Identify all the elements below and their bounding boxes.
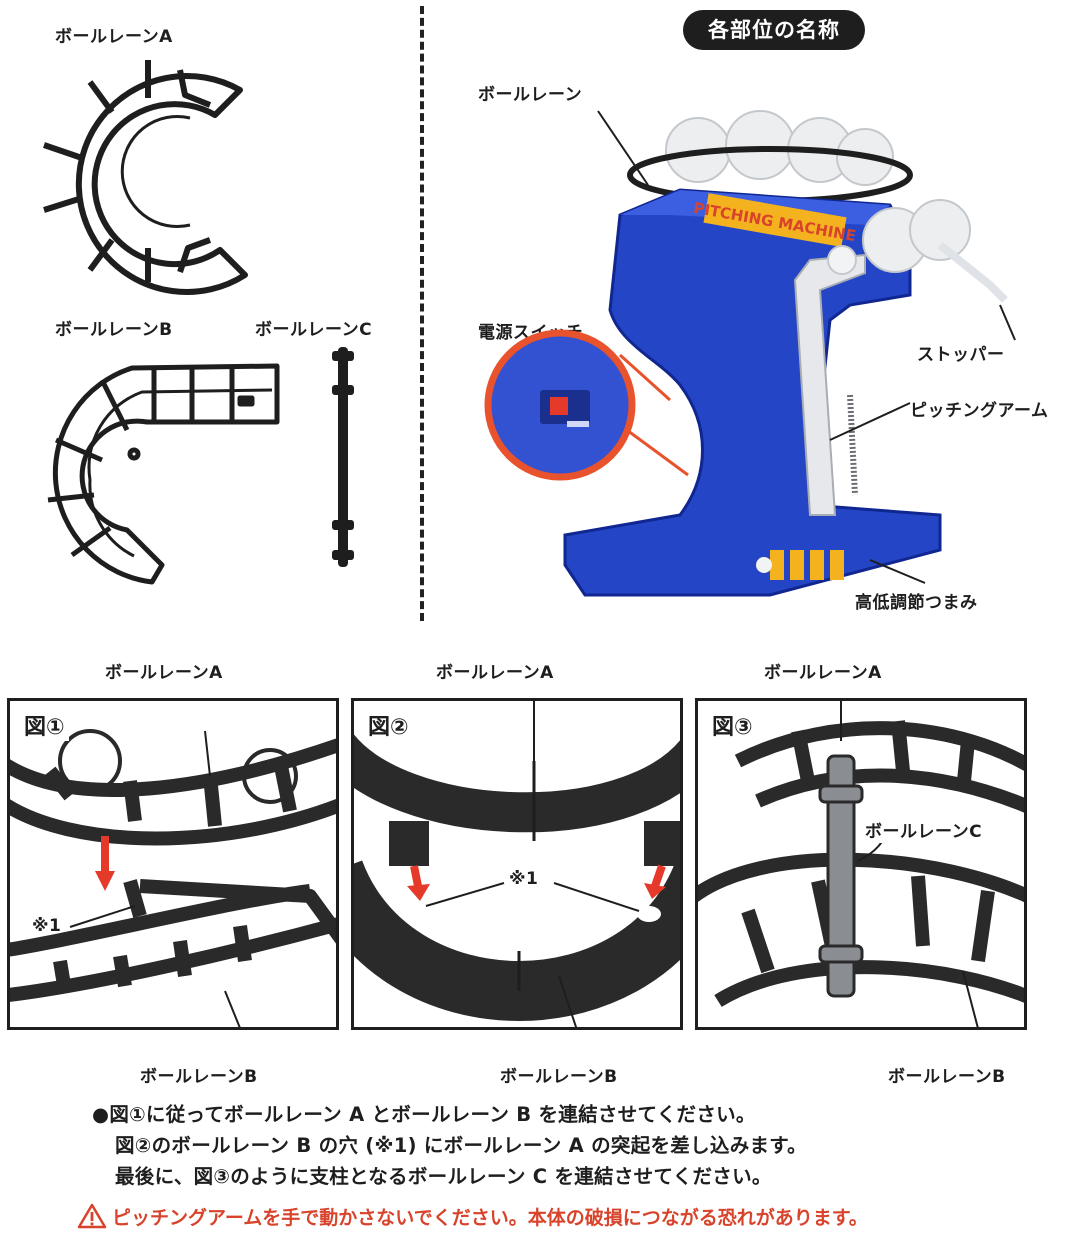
figure-1-tag: 図① [20,709,69,741]
instruction-line-3: 最後に、図③のように支柱となるボールレーン C を連結させてください。 [115,1165,772,1188]
fig1-bottom-label: ボールレーンB [140,1067,258,1087]
ball-lane-label: ボールレーン [478,85,583,105]
lane-a-label: ボールレーンA [55,27,173,47]
ball-lane-c-illustration [332,347,354,567]
figure-3-panel: 図③ ボールレーンC [695,698,1027,1030]
figure-1-drawing [10,729,336,1027]
instruction-line-1: ●図①に従ってボールレーン A とボールレーン B を連結させてください。 [92,1103,756,1126]
figure-1-note: ※1 [32,916,62,936]
warning-triangle-icon [77,1203,107,1229]
figure-3-drawing [698,701,1024,1027]
section-divider [420,6,424,621]
fig1-top-label: ボールレーンA [105,663,223,683]
height-knob-label: 高低調節つまみ [855,593,978,613]
figure-2-note: ※1 [509,869,539,889]
fig2-top-label: ボールレーンA [436,663,554,683]
fig2-bottom-label: ボールレーンB [500,1067,618,1087]
figure-3-middle-label: ボールレーンC [863,816,985,843]
ball-lane-b-illustration [47,363,280,585]
figure-2-tag: 図② [364,709,413,741]
lane-b-label: ボールレーンB [55,320,173,340]
pitching-machine-illustration: PITCHING MACHINE [484,110,1016,597]
fig3-bottom-label: ボールレーンB [888,1067,1006,1087]
figure-2-drawing [354,701,680,1027]
stopper-label: ストッパー [917,345,1005,365]
figure-2-panel: 図② ※1 [351,698,683,1030]
pitching-arm-label: ピッチングアーム [910,401,1049,421]
lane-c-label: ボールレーンC [255,320,373,340]
section-title: 各部位の名称 [683,10,865,50]
fig3-top-label: ボールレーンA [764,663,882,683]
instruction-line-2: 図②のボールレーン B の穴 (※1) にボールレーン A の突起を差し込みます… [115,1134,807,1157]
figure-1-panel: 図① ※1 [7,698,339,1030]
ball-lane-a-illustration [43,60,248,295]
warning-text: ピッチングアームを手で動かさないでください。本体の破損につながる恐れがあります。 [112,1207,868,1229]
figure-3-tag: 図③ [708,709,757,741]
warning-notice: ピッチングアームを手で動かさないでください。本体の破損につながる恐れがあります。 [77,1203,868,1230]
